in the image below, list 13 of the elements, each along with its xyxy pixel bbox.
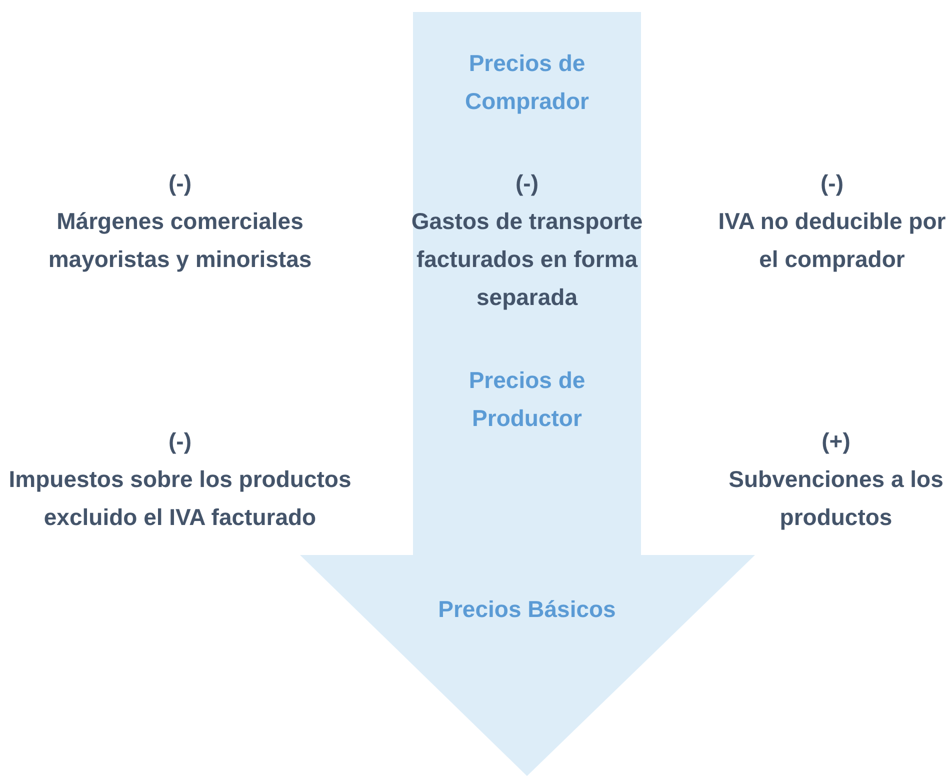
- component-label: Impuestos sobre los productos excluido el IVA facturado: [8, 465, 352, 532]
- sign-label: (+): [820, 427, 852, 456]
- component-label: Gastos de transporte facturados en forma separada: [410, 207, 644, 312]
- component-label: Subvenciones a los productos: [728, 465, 944, 532]
- price-level-label: Precios de Comprador: [464, 49, 590, 116]
- component-label: IVA no deducible por el comprador: [717, 207, 947, 274]
- sign-label: (-): [168, 169, 192, 198]
- sign-label: (-): [820, 169, 844, 198]
- component-label: Márgenes comerciales mayoristas y minoristas: [47, 207, 313, 274]
- sign-label: (-): [168, 427, 192, 456]
- sign-label: (-): [514, 169, 540, 198]
- price-level-label: Precios de Productor: [468, 366, 586, 433]
- price-level-label: Precios Básicos: [437, 595, 617, 624]
